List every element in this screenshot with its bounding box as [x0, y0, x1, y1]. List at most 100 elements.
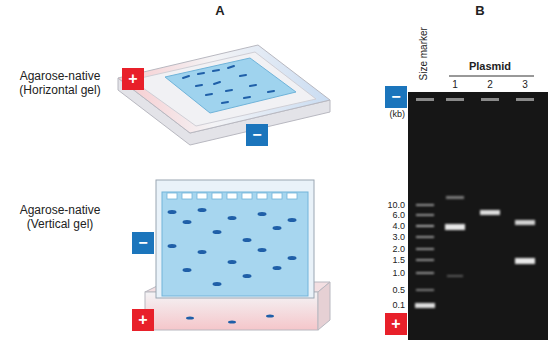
illustration-part [226, 90, 232, 91]
illustration-part [446, 98, 464, 101]
illustration-part [168, 210, 177, 214]
illustration-part [480, 210, 500, 215]
illustration-part [213, 230, 222, 234]
illustration-part [416, 289, 434, 291]
illustration-part [240, 75, 246, 76]
anode-sign: + [122, 68, 144, 90]
illustration-part [416, 272, 434, 274]
gel-type-label: Agarose-native (Vertical gel) [8, 204, 112, 232]
size-value: 4.0 [372, 221, 405, 231]
illustration-part [228, 216, 237, 220]
panel-letter: B [470, 4, 490, 19]
illustration-part [515, 258, 535, 264]
illustration-part [288, 218, 297, 222]
illustration-part [243, 238, 252, 242]
lane-number: 3 [517, 79, 533, 91]
size-value: 3.0 [372, 232, 405, 242]
size-value: 1.5 [372, 255, 405, 265]
illustration-part [415, 303, 435, 308]
illustration-part [243, 274, 252, 278]
tank-bands [186, 314, 274, 323]
wells [416, 98, 534, 101]
illustration-part [214, 82, 220, 84]
anode-sign: + [385, 313, 407, 335]
illustration-part [447, 275, 463, 277]
plasmid-bracket [449, 76, 534, 77]
size-value: 2.0 [372, 244, 405, 254]
marker-bands [415, 204, 435, 308]
illustration-part [288, 256, 297, 260]
illustration-part [258, 212, 267, 216]
lane-number: 1 [447, 79, 463, 91]
size-value: 0.5 [372, 285, 405, 295]
lane-label: Size marker [418, 19, 430, 89]
lane-number: 2 [482, 79, 498, 91]
illustration-part [186, 316, 194, 319]
size-value: 6.0 [372, 210, 405, 220]
illustration-part [183, 220, 192, 224]
illustration-part [167, 193, 177, 199]
illustration-part [244, 97, 250, 98]
gel-photo [408, 92, 548, 340]
illustration-part [446, 196, 464, 199]
sign-text: + [391, 316, 400, 332]
illustration-part [168, 244, 177, 248]
illustration-part [273, 226, 282, 230]
tray-inner [132, 52, 316, 126]
sign-text: + [128, 71, 137, 87]
illustration-part [183, 76, 189, 78]
illustration-part [213, 282, 222, 286]
gel-bands [168, 208, 297, 286]
illustration-part [516, 98, 534, 101]
illustration-part [183, 268, 192, 272]
illustration-part [273, 266, 282, 270]
illustration-part [206, 94, 212, 95]
illustration-part [272, 193, 282, 199]
sign-text: − [138, 235, 147, 251]
illustration-part [198, 73, 204, 74]
illustration-part [182, 193, 192, 199]
illustration-part [197, 193, 207, 199]
gel-slab [165, 58, 296, 113]
sign-text: + [138, 312, 147, 328]
illustration-part [268, 91, 274, 92]
illustration-part [222, 102, 228, 103]
plasmid-bands [445, 196, 535, 277]
anode-sign: + [132, 309, 154, 331]
illustration-part [212, 193, 222, 199]
vertical-gel-tank [145, 180, 330, 330]
gel-bands [183, 66, 274, 103]
tank-side [318, 282, 330, 330]
illustration-part [416, 248, 434, 250]
gel-background [408, 92, 548, 340]
illustration-part [228, 320, 236, 323]
size-value: 0.1 [372, 300, 405, 310]
illustration-part [416, 259, 434, 261]
size-value: 10.0 [372, 200, 405, 210]
illustration-part [198, 250, 207, 254]
illustration-part [416, 214, 434, 216]
illustration-part [213, 70, 219, 71]
sign-text: − [252, 127, 261, 143]
illustration-part [515, 220, 535, 225]
cathode-sign: − [385, 86, 407, 108]
illustration-part [416, 225, 434, 227]
illustration-part [287, 193, 297, 199]
illustration-part [257, 193, 267, 199]
size-value: 1.0 [372, 268, 405, 278]
illustration-part [416, 98, 434, 101]
illustration-part [445, 224, 465, 230]
illustration-part [242, 193, 252, 199]
illustration-part [481, 98, 499, 101]
illustration-part [258, 248, 267, 252]
illustration-part [250, 85, 256, 86]
gel-type-label: Agarose-native (Horizontal gel) [8, 70, 112, 98]
illustration-part [227, 193, 237, 199]
cathode-sign: − [246, 124, 268, 146]
illustration-part [228, 260, 237, 264]
cathode-sign: − [132, 232, 154, 254]
gel-wells [167, 193, 297, 199]
